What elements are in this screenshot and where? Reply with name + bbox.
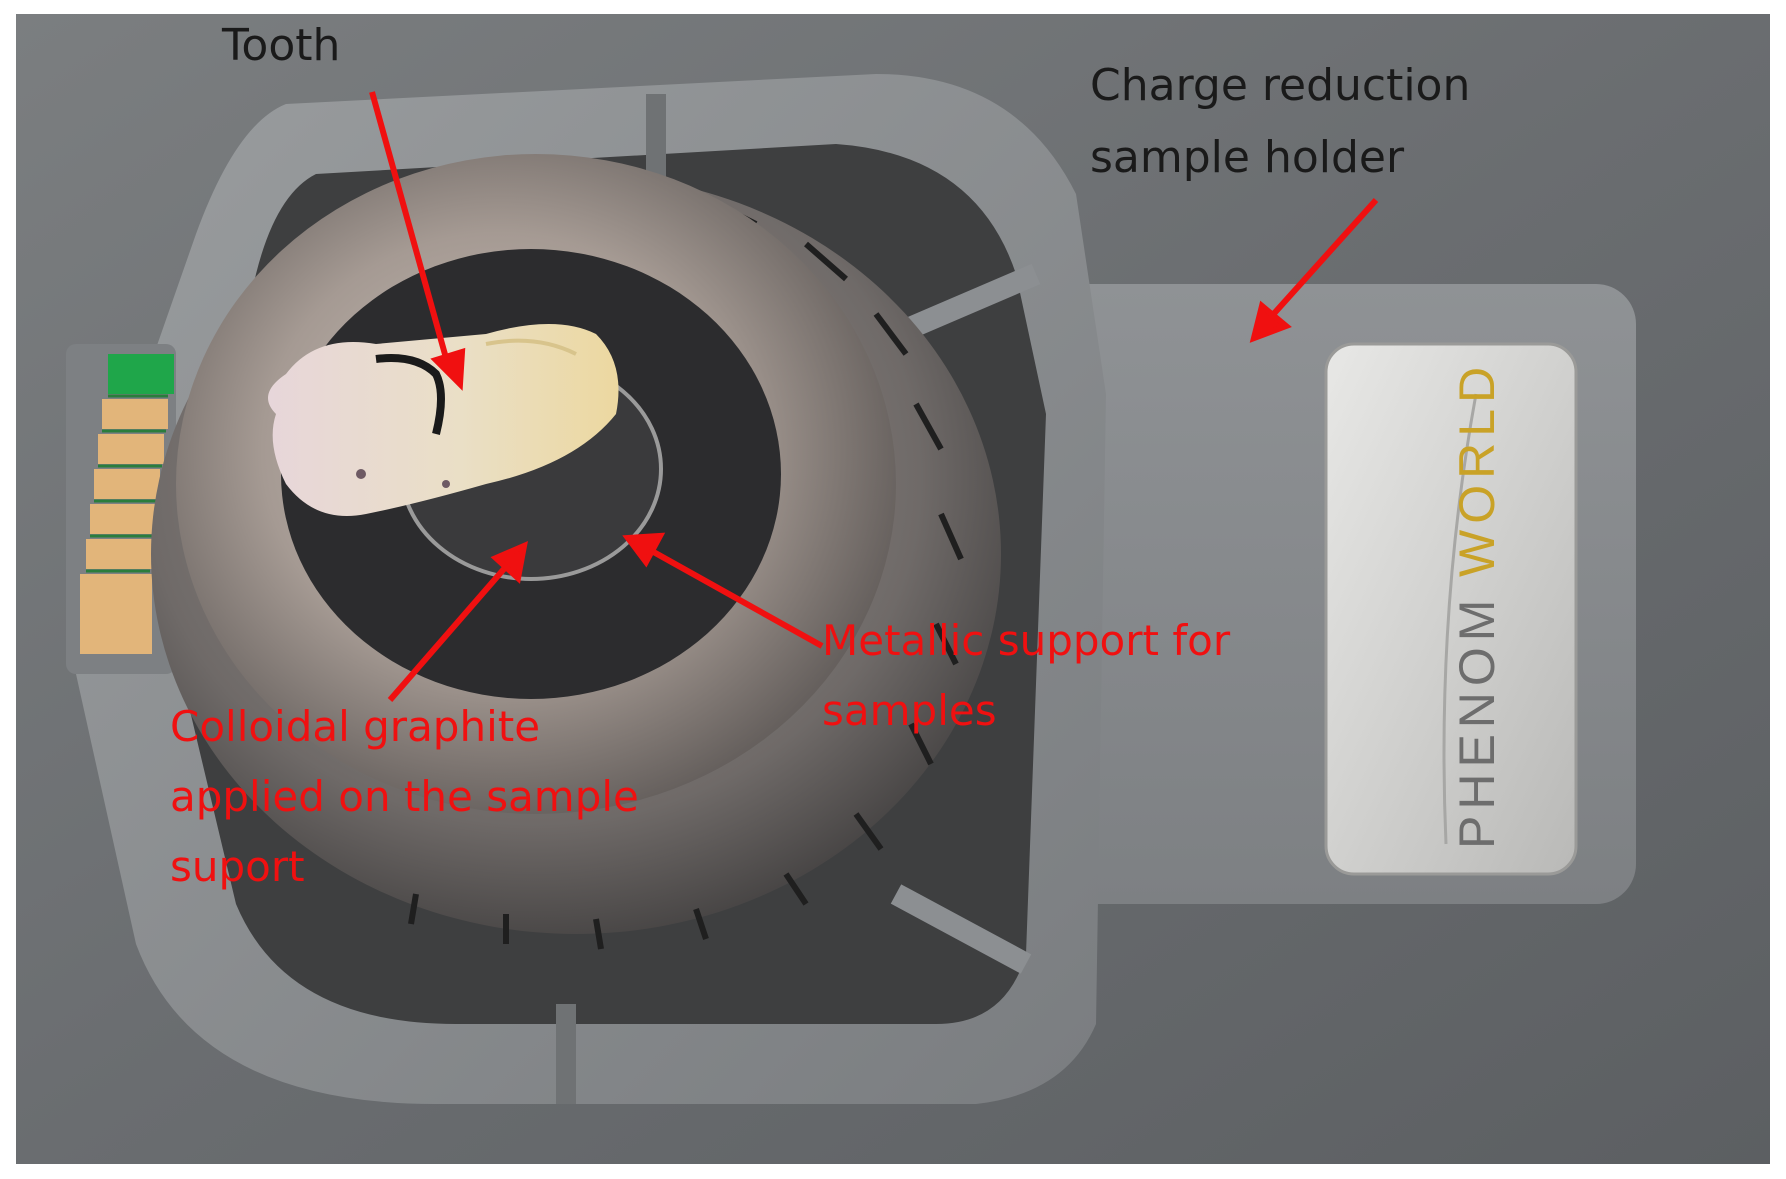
logo-text-phenom: PHENOM [1449,594,1505,849]
phenom-world-logo: PHENOM WORLD [1449,361,1505,849]
phenom-world-logo-plate [1324,342,1578,876]
label-tooth: Tooth [222,20,341,71]
label-charge-reduction-holder: Charge reduction sample holder [1090,60,1471,183]
label-metallic-support: Metallic support for samples [822,616,1231,735]
tooth [268,324,619,516]
contact-strip [66,344,176,674]
label-colloidal-graphite: Colloidal graphite applied on the sample… [170,702,639,891]
logo-text-world: WORLD [1449,361,1505,577]
sample-holder-photo: PHENOM WORLD [16,14,1770,1164]
